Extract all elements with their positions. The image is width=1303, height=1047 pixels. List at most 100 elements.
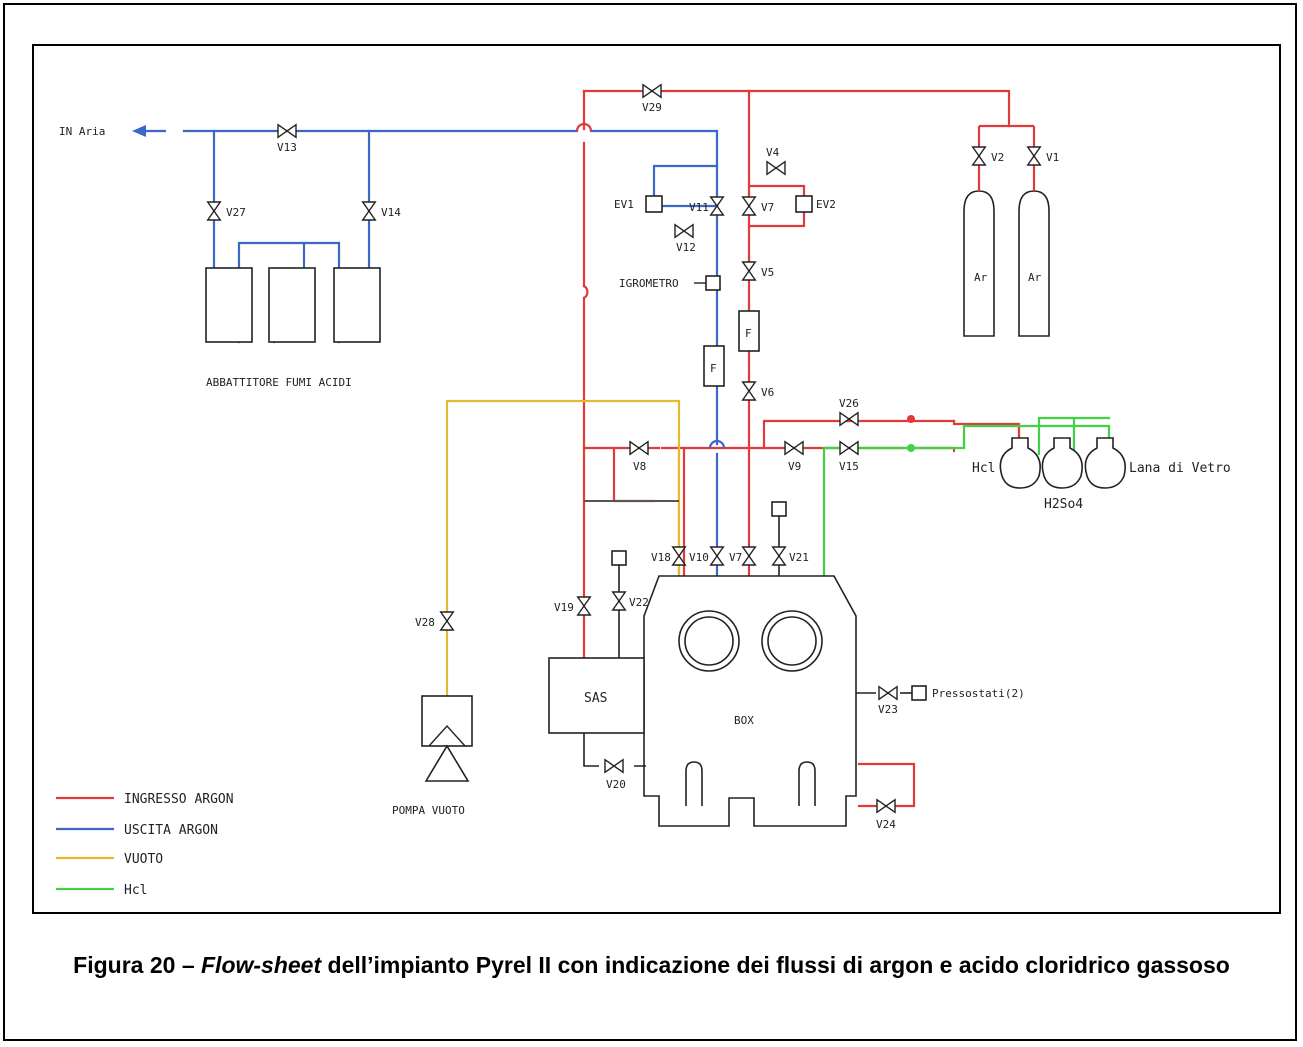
caption-emphasis: Flow-sheet — [201, 952, 322, 978]
valve-v9-label: V9 — [788, 460, 801, 473]
ev2-box — [795, 195, 813, 213]
v21-instrument — [771, 501, 787, 517]
flask-lana-vetro — [1084, 437, 1126, 489]
filter-red — [738, 310, 760, 352]
igrometro-label: IGROMETRO — [619, 277, 679, 290]
valve-v15-label: V15 — [839, 460, 859, 473]
flask-hcl — [999, 437, 1041, 489]
valve-v20-label: V20 — [606, 778, 626, 791]
valve-v7b-icon — [741, 546, 757, 566]
hcl-bottle-label: Hcl — [972, 461, 995, 476]
valve-v2-label: V2 — [991, 151, 1004, 164]
argon-label-1: Ar — [974, 271, 988, 284]
filter-blue — [703, 345, 725, 387]
h2so4-label: H2So4 — [1044, 497, 1083, 512]
argon-cylinder-2: Ar — [1018, 190, 1050, 337]
valve-v4-icon — [766, 160, 786, 176]
valve-v7b-label: V7 — [729, 551, 742, 564]
valve-v22-icon — [611, 591, 627, 611]
arrow-in-aria-icon — [132, 125, 146, 137]
legend-label-vuoto: VUOTO — [124, 852, 163, 867]
page-frame — [3, 3, 1297, 1041]
glove-right-icon — [798, 761, 816, 806]
valve-v14-label: V14 — [381, 206, 401, 219]
box-window-right-inner — [767, 616, 817, 666]
valve-v27-icon — [206, 201, 222, 221]
ev2-label: EV2 — [816, 198, 836, 211]
valve-v23-label: V23 — [878, 703, 898, 716]
box-label: BOX — [734, 714, 754, 727]
pressostati-box — [911, 685, 927, 701]
valve-v22-label: V22 — [629, 596, 649, 609]
valve-v12-icon — [674, 223, 694, 239]
valve-v19-icon — [576, 596, 592, 616]
valve-v29-icon — [642, 83, 662, 99]
hcl-green-dot — [907, 444, 915, 452]
valve-v7-label: V7 — [761, 201, 774, 214]
argon-label-2: Ar — [1028, 271, 1042, 284]
in-aria-label: IN Aria — [59, 125, 105, 138]
v22-instrument — [611, 550, 627, 566]
valve-v27-label: V27 — [226, 206, 246, 219]
valve-v20-icon — [604, 758, 624, 774]
valve-v21-label: V21 — [789, 551, 809, 564]
lana-vetro-label: Lana di Vetro — [1129, 461, 1231, 476]
valve-v10-label: V10 — [689, 551, 709, 564]
valve-v13-icon — [277, 123, 297, 139]
legend-label-hcl: Hcl — [124, 883, 147, 898]
pompa-vuoto-label: POMPA VUOTO — [392, 804, 465, 817]
filter-red-label: F — [745, 327, 752, 340]
valve-v15-icon — [839, 440, 859, 456]
valve-v18-icon — [671, 546, 687, 566]
ev1-box — [645, 195, 663, 213]
valve-v23-icon — [878, 685, 898, 701]
pipe-crossings — [575, 122, 726, 449]
flask-h2so4 — [1041, 437, 1083, 489]
sas-chamber — [548, 657, 645, 734]
abbattitore-label: ABBATTITORE FUMI ACIDI — [206, 376, 352, 389]
pompa-vuoto — [421, 695, 473, 782]
glove-box — [643, 575, 857, 827]
legend-label-ingresso-argon: INGRESSO ARGON — [124, 792, 234, 807]
valve-v24-icon — [876, 798, 896, 814]
ev1-label: EV1 — [614, 198, 634, 211]
valve-v2-icon — [971, 146, 987, 166]
valve-v6-icon — [741, 381, 757, 401]
valve-v9-icon — [784, 440, 804, 456]
box-window-left-inner — [684, 616, 734, 666]
valve-v26-label: V26 — [839, 397, 859, 410]
abbattitore-tanks — [205, 267, 381, 343]
valve-v21-icon — [771, 546, 787, 566]
diagram-frame: Ar Ar ABBATTITORE FUMI ACIDI EV1 EV2 IGR… — [32, 44, 1281, 914]
hcl-red-dot — [907, 415, 915, 423]
valve-v6-label: V6 — [761, 386, 774, 399]
valve-v1-icon — [1026, 146, 1042, 166]
valve-v5-icon — [741, 261, 757, 281]
valve-v18-label: V18 — [651, 551, 671, 564]
valve-v8-label: V8 — [633, 460, 646, 473]
valve-v13-label: V13 — [277, 141, 297, 154]
flow-sheet-diagram: Ar Ar ABBATTITORE FUMI ACIDI EV1 EV2 IGR… — [56, 83, 1231, 898]
figure-caption: Figura 20 – Flow-sheet dell’impianto Pyr… — [30, 951, 1273, 979]
sas-label: SAS — [584, 691, 607, 706]
valve-v4-label: V4 — [766, 146, 780, 159]
valve-v26-icon — [839, 411, 859, 427]
caption-rest: dell’impianto Pyrel II con indicazione d… — [321, 952, 1230, 978]
valve-v7-icon — [741, 196, 757, 216]
pressostati-label: Pressostati(2) — [932, 687, 1025, 700]
valve-v24-label: V24 — [876, 818, 896, 831]
igrometro-box — [705, 275, 721, 291]
valve-v28-icon — [439, 611, 455, 631]
valve-v8-icon — [629, 440, 649, 456]
valve-v1-label: V1 — [1046, 151, 1059, 164]
valve-v14-icon — [361, 201, 377, 221]
legend: INGRESSO ARGON USCITA ARGON VUOTO Hcl — [56, 792, 234, 898]
valve-v5-label: V5 — [761, 266, 774, 279]
valve-v29-label: V29 — [642, 101, 662, 114]
caption-prefix: Figura 20 – — [73, 952, 201, 978]
valve-v11-icon — [709, 196, 725, 216]
valve-v28-label: V28 — [415, 616, 435, 629]
glove-left-icon — [685, 761, 703, 806]
valve-v12-label: V12 — [676, 241, 696, 254]
